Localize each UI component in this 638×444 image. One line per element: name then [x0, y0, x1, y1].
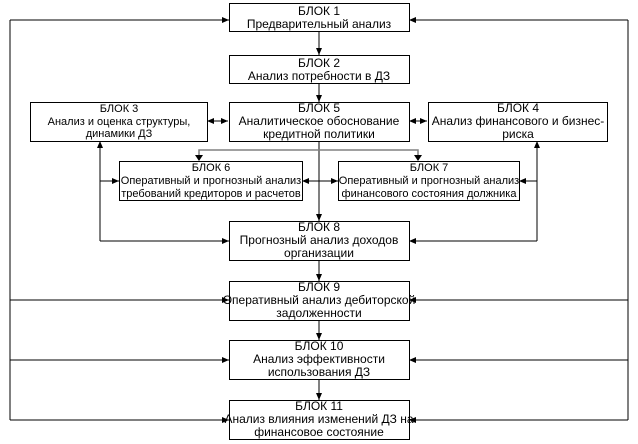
block-text: динамики ДЗ: [86, 128, 153, 140]
block-text: Оперативный и прогнозный анализ: [121, 175, 301, 187]
block-9: БЛОК 9 Оперативный анализ дебиторской за…: [223, 280, 416, 321]
block-text: задолженности: [276, 306, 361, 320]
block-11: БЛОК 11 Анализ влияния изменений ДЗ на ф…: [224, 399, 414, 440]
block-title: БЛОК 9: [298, 280, 340, 294]
block-10: БЛОК 10 Анализ эффективности использован…: [229, 339, 410, 380]
block-text: использования ДЗ: [268, 365, 370, 379]
block-1: БЛОК 1 Предварительный анализ: [229, 3, 410, 32]
block-text: Анализ финансового и бизнес-: [432, 114, 605, 128]
branch-b5-b6: [198, 149, 319, 160]
block-text: финансового состояния должника: [342, 188, 518, 200]
block-title: БЛОК 3: [100, 103, 139, 115]
block-text: риска: [502, 127, 534, 141]
block-text: Анализ потребности в ДЗ: [248, 69, 390, 83]
block-text: Предварительный анализ: [247, 17, 392, 31]
block-title: БЛОК 6: [192, 162, 231, 174]
block-title: БЛОК 7: [410, 162, 449, 174]
block-title: БЛОК 2: [298, 56, 340, 70]
block-6: БЛОК 6 Оперативный и прогнозный анализ т…: [119, 161, 303, 201]
block-title: БЛОК 5: [298, 101, 340, 115]
block-title: БЛОК 8: [298, 220, 340, 234]
block-title: БЛОК 4: [497, 101, 539, 115]
block-text: требований кредиторов и расчетов: [121, 188, 301, 200]
block-text: кредитной политики: [263, 127, 375, 141]
block-title: БЛОК 11: [295, 399, 343, 413]
block-text: Аналитическое обоснование: [239, 114, 400, 128]
block-text: Прогнозный анализ доходов: [240, 233, 399, 247]
branch-b5-b7: [319, 149, 419, 160]
block-text: Оперативный и прогнозный анализ: [339, 175, 519, 187]
block-text: организации: [284, 246, 354, 260]
block-7: БЛОК 7 Оперативный и прогнозный анализ ф…: [338, 161, 520, 201]
block-2: БЛОК 2 Анализ потребности в ДЗ: [229, 55, 410, 84]
block-text: Анализ и оценка структуры,: [48, 116, 191, 128]
block-text: Анализ эффективности: [253, 352, 385, 366]
block-text: финансовое состояние: [254, 425, 384, 439]
block-title: БЛОК 10: [295, 339, 344, 353]
block-4: БЛОК 4 Анализ финансового и бизнес- риск…: [428, 101, 608, 142]
block-title: БЛОК 1: [298, 4, 340, 18]
block-text: Анализ влияния изменений ДЗ на: [224, 412, 413, 426]
block-text: Оперативный анализ дебиторской: [223, 293, 416, 307]
block-5: БЛОК 5 Аналитическое обоснование кредитн…: [229, 101, 410, 142]
block-8: БЛОК 8 Прогнозный анализ доходов организ…: [229, 220, 410, 261]
connectors: [9, 17, 629, 423]
block-3: БЛОК 3 Анализ и оценка структуры, динами…: [30, 102, 208, 142]
